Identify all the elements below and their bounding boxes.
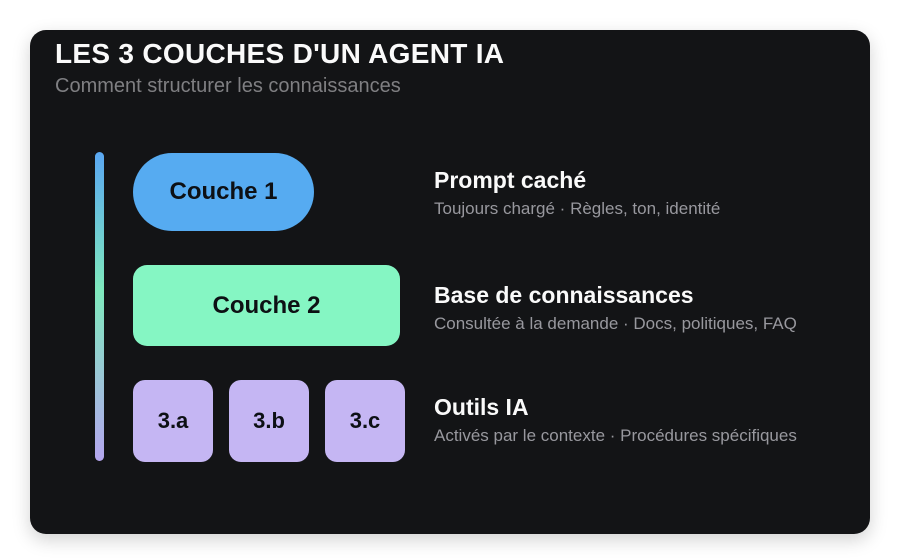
layer-2-heading: Base de connaissances: [434, 282, 694, 308]
infographic-card: LES 3 COUCHES D'UN AGENT IA Comment stru…: [30, 30, 870, 534]
layer-1-text: Prompt caché Toujours chargé · Règles, t…: [434, 165, 720, 221]
page-title: LES 3 COUCHES D'UN AGENT IA: [55, 38, 505, 69]
layer-1-label: Couche 1: [169, 178, 278, 205]
layer-3c-square: 3.c: [325, 380, 405, 462]
layer-2-rect: Couche 2: [133, 265, 400, 346]
layer-3a-square: 3.a: [133, 380, 213, 462]
layer-1-pill: Couche 1: [133, 153, 314, 231]
layer-2-text: Base de connaissances Consultée à la dem…: [434, 280, 797, 336]
layer-3-squares: 3.a 3.b 3.c: [133, 380, 405, 462]
layer-3b-label: 3.b: [253, 408, 285, 433]
layers-gradient-bar: [95, 152, 104, 461]
page-subtitle: Comment structurer les connaissances: [55, 75, 401, 97]
layer-2-label: Couche 2: [212, 291, 321, 319]
layer-3-heading: Outils IA: [434, 394, 529, 420]
layer-3-text: Outils IA Activés par le contexte · Proc…: [434, 392, 797, 448]
layer-1-heading: Prompt caché: [434, 167, 587, 193]
layer-2-description: Consultée à la demande · Docs, politique…: [434, 314, 797, 333]
layer-3a-label: 3.a: [157, 408, 189, 433]
layer-3-description: Activés par le contexte · Procédures spé…: [434, 426, 797, 445]
layer-3b-square: 3.b: [229, 380, 309, 462]
layer-3c-label: 3.c: [349, 408, 381, 433]
layer-1-description: Toujours chargé · Règles, ton, identité: [434, 199, 721, 218]
